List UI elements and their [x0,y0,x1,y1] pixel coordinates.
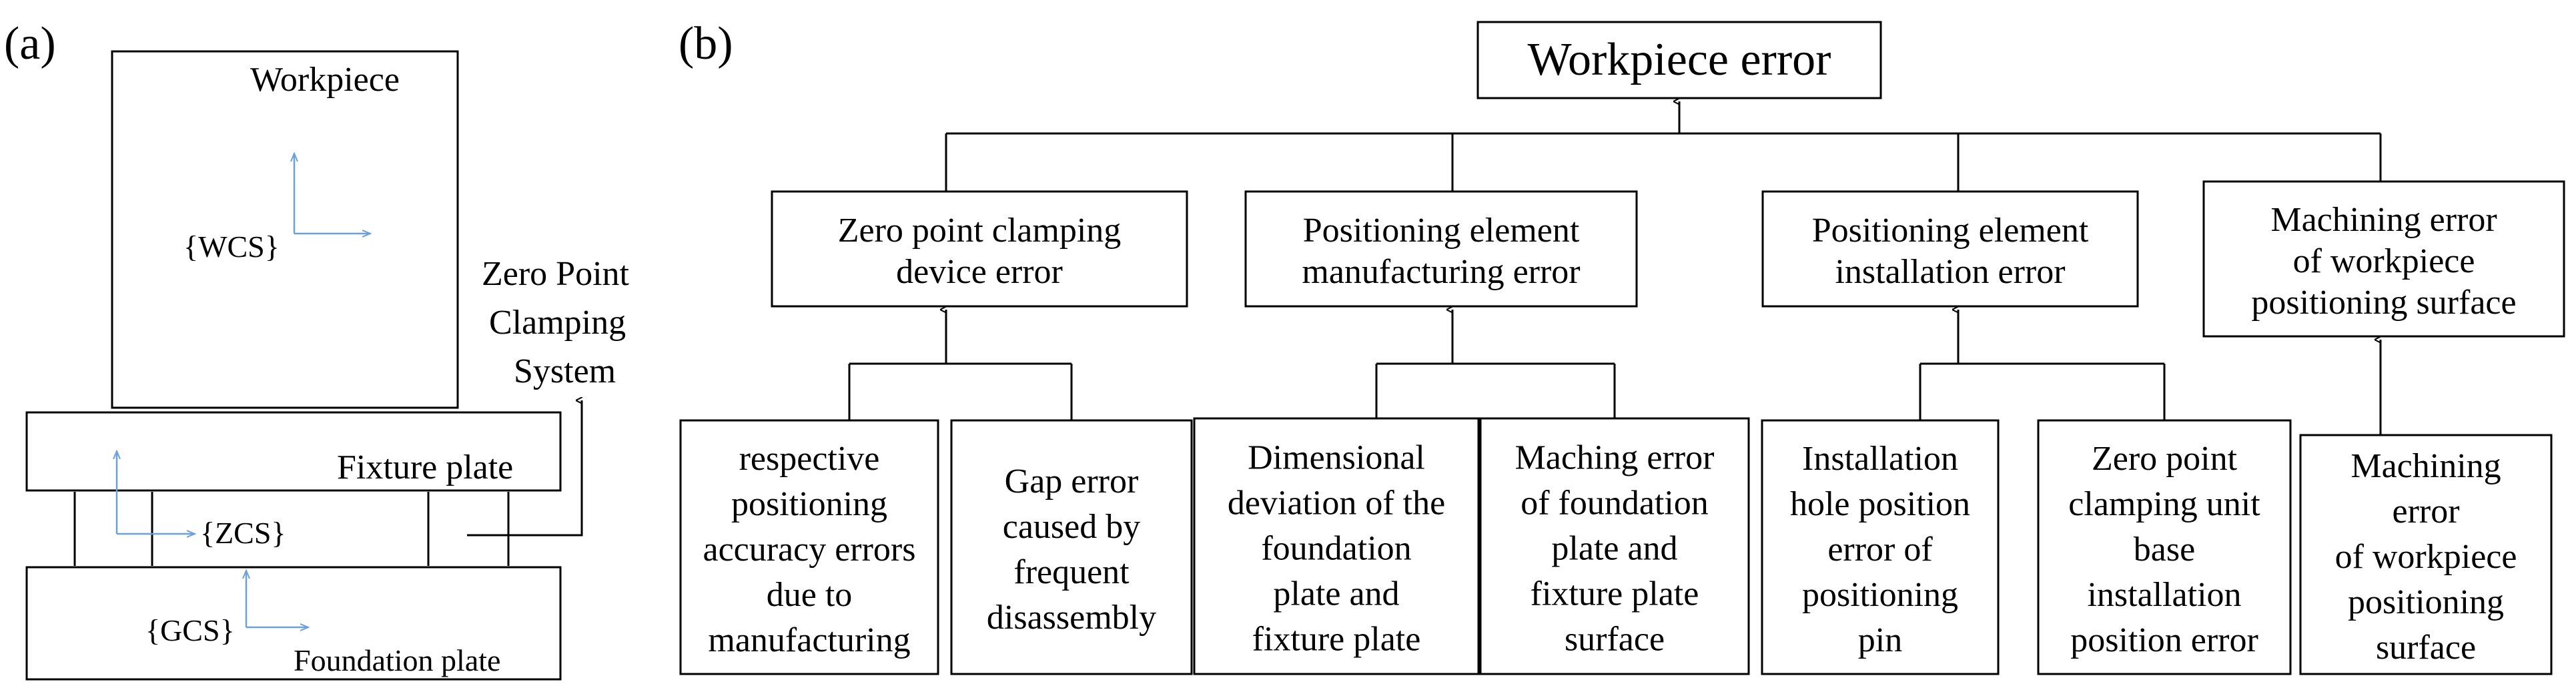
child-box-1-2 [950,419,1193,675]
child-box-2-2 [1479,417,1750,675]
foundation-plate-label: Foundation plate [294,643,500,677]
child-4-1-line-2: error [2392,492,2459,531]
child-1-2-line-2: caused by [1003,508,1140,546]
child-2-1-line-1: Dimensional [1248,439,1425,477]
category-box-2 [1244,190,1638,308]
child-2-2-line-5: surface [1565,621,1665,659]
panel-b: (b) Workpiece error Zero point clampingd… [679,18,2565,675]
child-box-3-1 [1761,419,2000,675]
child-3-1-line-3: error of [1827,531,1933,569]
child-1-1-line-2: positioning [731,485,887,523]
child-4-1-line-1: Machining [2350,447,2501,485]
child-3-2-line-5: position error [2070,621,2258,659]
category-2-line-2: manufacturing error [1302,253,1580,291]
child-3-2-line-3: base [2134,531,2195,569]
zcs-label: {ZCS} [200,516,286,550]
child-3-1-line-1: Installation [1802,440,1958,478]
child-2-2-line-1: Maching error [1515,439,1715,477]
fixture-plate [25,411,562,492]
panel-a-tag: (a) [4,18,56,69]
child-1-1-line-5: manufacturing [708,621,910,659]
child-box-1-1 [679,419,939,675]
child-2-1-line-3: foundation [1261,530,1411,568]
zero-point-line-1: Zero Point [482,255,630,293]
zero-point-line-3: System [514,352,616,390]
category-3-line-2: installation error [1835,253,2065,291]
category-1-line-2: device error [896,253,1063,291]
child-box-4-1 [2299,434,2553,675]
child-3-2-line-4: installation [2087,576,2241,614]
category-box-1 [771,190,1188,308]
foundation-plate [25,566,562,681]
child-3-1-line-5: pin [1858,621,1902,659]
child-2-1-line-2: deviation of the [1228,484,1445,523]
category-1-line-1: Zero point clamping [838,212,1122,250]
child-box-3-2 [2037,419,2292,675]
wcs-label: {WCS} [183,230,280,264]
child-1-1-line-4: due to [767,576,853,614]
child-2-2-line-2: of foundation [1521,484,1709,523]
gcs-label: {GCS} [145,613,235,647]
zero-point-pointer [467,400,583,537]
child-3-1-line-4: positioning [1802,576,1958,614]
child-4-1-line-3: of workpiece [2335,538,2517,576]
category-4-line-1: Machining error [2270,201,2497,239]
child-box-2-1 [1193,417,1480,675]
child-4-1-line-5: surface [2376,629,2476,667]
category-3-line-1: Positioning element [1812,212,2089,250]
panel-b-tag: (b) [679,18,733,69]
child-2-2-line-4: fixture plate [1531,575,1699,613]
category-4-line-3: positioning surface [2251,284,2516,322]
child-3-2-line-1: Zero point [2092,440,2238,478]
error-tree: Workpiece error Zero point clampingdevic… [679,21,2565,675]
child-2-1-line-5: fixture plate [1252,621,1421,659]
child-3-1-line-2: hole position [1790,485,1970,523]
panel-a: (a) Workpiece {WCS} Fixture plate {ZCS} … [4,18,630,681]
workpiece-label: Workpiece [250,61,400,99]
child-1-2-line-3: frequent [1013,553,1130,591]
child-2-2-line-3: plate and [1551,530,1677,568]
child-1-2-line-1: Gap error [1005,462,1139,500]
child-4-1-line-4: positioning [2348,583,2504,621]
child-1-2-line-4: disassembly [987,599,1156,637]
child-1-1-line-1: respective [739,440,880,478]
category-2-line-1: Positioning element [1303,212,1580,250]
category-box-3 [1761,190,2139,308]
zero-point-line-2: Clamping [489,304,626,342]
root-label: Workpiece error [1528,34,1831,85]
child-1-1-line-3: accuracy errors [703,531,916,569]
category-4-line-2: of workpiece [2293,242,2475,280]
workpiece-block [111,50,459,409]
child-3-2-line-2: clamping unit [2068,485,2260,523]
category-box-4 [2202,180,2565,338]
fixture-plate-label: Fixture plate [337,448,513,486]
child-2-1-line-4: plate and [1273,575,1399,613]
